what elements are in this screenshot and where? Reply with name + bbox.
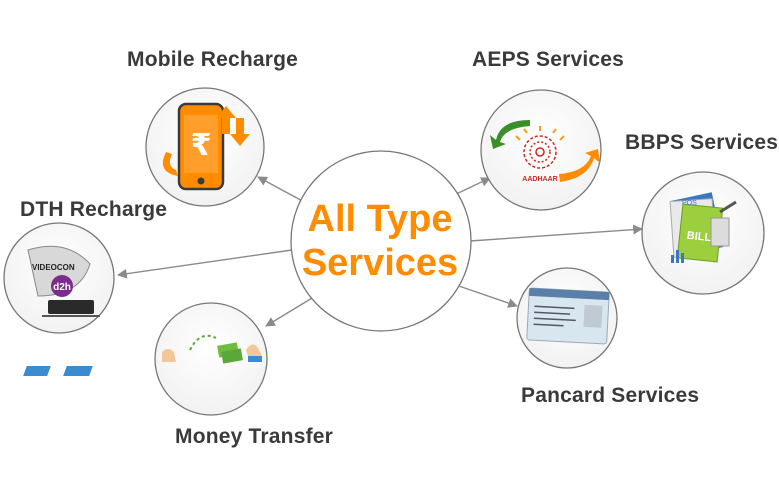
mobile-recharge-node: ₹ bbox=[145, 87, 265, 207]
label-bbps-services: BBPS Services bbox=[625, 131, 779, 154]
label-aeps-services: AEPS Services bbox=[472, 48, 625, 71]
center-circle bbox=[290, 150, 472, 332]
aeps-node: AADHAAR bbox=[480, 89, 602, 211]
aadhaar-logo-icon: AADHAAR bbox=[515, 126, 565, 183]
connector-mobile bbox=[257, 176, 309, 205]
green-arrow-icon bbox=[490, 120, 530, 149]
svg-text:VIDEOCON: VIDEOCON bbox=[32, 263, 75, 272]
svg-text:AADHAAR: AADHAAR bbox=[522, 176, 557, 183]
dth-node: VIDEOCON d2h bbox=[3, 222, 115, 334]
svg-text:d2h: d2h bbox=[53, 282, 71, 293]
connector-aeps bbox=[451, 177, 491, 197]
money-transfer-circle bbox=[154, 302, 268, 416]
bills-icon: BILLS POS bbox=[669, 192, 737, 263]
connector-dth bbox=[117, 249, 293, 279]
set-top-box-icon bbox=[48, 300, 94, 314]
dish-antenna-icon: VIDEOCON d2h bbox=[27, 245, 100, 317]
label-money-transfer: Money Transfer bbox=[175, 425, 334, 448]
orange-arrow-icon bbox=[559, 149, 600, 182]
pancard-node bbox=[516, 267, 618, 369]
center-title: All Type Services bbox=[290, 197, 470, 285]
center-title-line1: All Type bbox=[307, 198, 453, 240]
svg-text:POS: POS bbox=[682, 200, 697, 207]
label-mobile-recharge: Mobile Recharge bbox=[127, 48, 299, 71]
center-title-line2: Services bbox=[301, 242, 459, 284]
bbps-node: BILLS POS bbox=[641, 171, 765, 295]
money-transfer-icon bbox=[23, 334, 262, 376]
rupee-icon: ₹ bbox=[191, 128, 212, 163]
phone-icon: ₹ bbox=[177, 102, 225, 191]
connector-pancard bbox=[455, 284, 518, 308]
connector-bbps bbox=[469, 224, 643, 242]
pan-card-icon bbox=[526, 287, 610, 345]
money-transfer-node bbox=[23, 302, 268, 416]
recharge-arrows-icon bbox=[162, 106, 250, 176]
aeps-circle bbox=[480, 89, 602, 211]
label-dth-recharge: DTH Recharge bbox=[20, 198, 168, 221]
label-pancard-services: Pancard Services bbox=[521, 384, 700, 407]
